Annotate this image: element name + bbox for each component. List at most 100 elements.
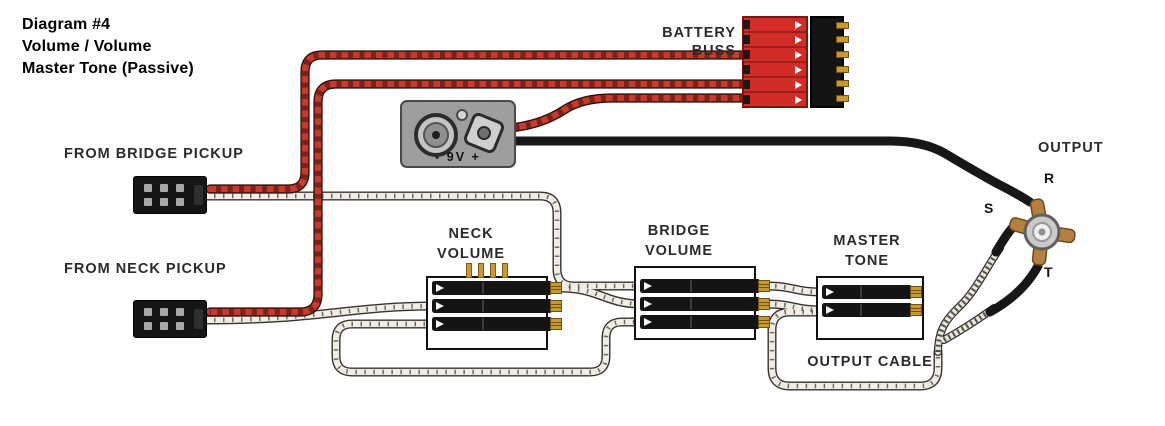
plug-arrow-icon xyxy=(436,284,444,292)
gold-pin xyxy=(758,305,770,310)
label-neck-volume-line2: VOLUME xyxy=(436,246,506,262)
gold-pin xyxy=(910,311,922,316)
buss-wire-stub xyxy=(743,80,750,89)
buss-arrow-icon xyxy=(795,50,802,59)
label-battery-buss-line1: BATTERY xyxy=(662,25,736,41)
battery-buss-connector xyxy=(742,16,849,108)
diagram-title-line3: Master Tone (Passive) xyxy=(22,60,194,77)
plug-arrow-icon xyxy=(644,300,652,308)
plug-arrow-icon xyxy=(826,288,834,296)
connector-pin xyxy=(176,198,184,206)
gold-pin xyxy=(836,95,849,103)
gold-pin xyxy=(466,263,472,278)
gold-pin xyxy=(758,298,770,303)
gold-pin xyxy=(550,289,562,294)
barrel-jack-icon xyxy=(414,113,458,157)
gold-pin xyxy=(910,293,922,298)
gold-pin xyxy=(550,318,562,323)
label-bridge-volume-line1: BRIDGE xyxy=(647,223,711,239)
label-master-tone-line1: MASTER xyxy=(833,233,901,249)
label-neck-volume-line1: NECK xyxy=(448,226,494,242)
bridge-volume-terminal-row xyxy=(640,279,770,293)
gold-pin xyxy=(836,51,849,59)
battery-buss-pin-header xyxy=(810,16,849,108)
buss-wire-stub xyxy=(743,35,750,44)
plug-arrow-icon xyxy=(644,282,652,290)
gold-pin xyxy=(758,280,770,285)
buss-wire-stub xyxy=(743,50,750,59)
gold-pin xyxy=(550,303,562,309)
gold-pin xyxy=(490,263,496,278)
braided-output-cables xyxy=(934,244,1004,356)
wire-neck-volume-to-bridge-volume xyxy=(556,284,646,308)
plug-arrow-icon xyxy=(436,320,444,328)
connector-pin xyxy=(176,322,184,330)
battery-snap-icon xyxy=(461,110,507,156)
master-tone-terminal-row xyxy=(822,285,922,299)
jack-terminal-t-label: T xyxy=(1044,264,1053,280)
jack-terminal-s-label: S xyxy=(984,200,994,216)
label-master-tone: MASTER TONE xyxy=(812,231,922,271)
gold-pin xyxy=(910,304,922,309)
connector-pin xyxy=(160,322,168,330)
gold-pin xyxy=(550,285,562,291)
neck-pickup-connector xyxy=(133,300,207,338)
label-battery-buss: BATTERY BUSS xyxy=(648,24,736,60)
screw-icon xyxy=(456,109,468,121)
label-output-cable: OUTPUT CABLE xyxy=(807,354,933,370)
gold-pin xyxy=(910,289,922,295)
cable-strain-relief xyxy=(194,309,203,329)
buss-arrow-icon xyxy=(795,20,802,29)
label-master-tone-line2: TONE xyxy=(844,253,890,269)
gold-pin xyxy=(758,319,770,325)
gold-pin xyxy=(836,36,849,44)
wire-battery-to-jack-ring xyxy=(507,136,1035,207)
diagram-title-line1: Diagram #4 xyxy=(22,16,111,33)
output-jack xyxy=(1008,198,1076,266)
wire-bridge-pickup-to-bridge-volume xyxy=(201,192,646,290)
buss-wire-stub xyxy=(743,65,750,74)
connector-pin xyxy=(144,322,152,330)
buss-wire-stub xyxy=(743,95,750,104)
gold-pin xyxy=(758,323,770,328)
connector-pin xyxy=(160,198,168,206)
diagram-title: Diagram #4 Volume / Volume Master Tone (… xyxy=(22,14,194,80)
label-bridge-volume: BRIDGE VOLUME xyxy=(624,221,734,261)
gold-pin xyxy=(910,307,922,313)
gold-pin xyxy=(502,263,508,278)
gold-pin xyxy=(758,283,770,289)
connector-pin xyxy=(144,198,152,206)
buss-arrow-icon xyxy=(795,80,802,89)
neck-volume-terminal-row xyxy=(432,317,562,331)
label-neck-volume: NECK VOLUME xyxy=(416,224,526,264)
plug-arrow-icon xyxy=(826,306,834,314)
connector-pin xyxy=(176,184,184,192)
connector-pin xyxy=(144,308,152,316)
battery-buss-red-housing xyxy=(742,16,808,108)
connector-pin xyxy=(160,184,168,192)
battery-9v-label: - 9V + xyxy=(435,150,481,164)
label-from-neck-pickup: FROM NECK PICKUP xyxy=(64,261,227,277)
gold-pin xyxy=(910,286,922,291)
battery-9v-box: - 9V + xyxy=(400,100,516,168)
braid-to-sleeve xyxy=(935,245,1003,355)
gold-pin xyxy=(478,263,484,278)
label-from-bridge-pickup: FROM BRIDGE PICKUP xyxy=(64,146,244,162)
buss-arrow-icon xyxy=(795,95,802,104)
connector-pin xyxy=(144,184,152,192)
bridge-pickup-connector xyxy=(133,176,207,214)
bridge-volume-terminal-row xyxy=(640,315,770,329)
connector-pin xyxy=(160,308,168,316)
label-battery-buss-line2: BUSS xyxy=(691,43,736,59)
diagram-title-line2: Volume / Volume xyxy=(22,38,152,55)
master-tone-terminal-row xyxy=(822,303,922,317)
gold-pin xyxy=(550,321,562,327)
bridge-volume-terminal-row xyxy=(640,297,770,311)
gold-pin xyxy=(758,316,770,321)
gold-pin xyxy=(550,282,562,287)
gold-pin xyxy=(550,300,562,305)
cable-strain-relief xyxy=(194,185,203,205)
connector-pin xyxy=(176,308,184,316)
gold-pin xyxy=(758,301,770,307)
